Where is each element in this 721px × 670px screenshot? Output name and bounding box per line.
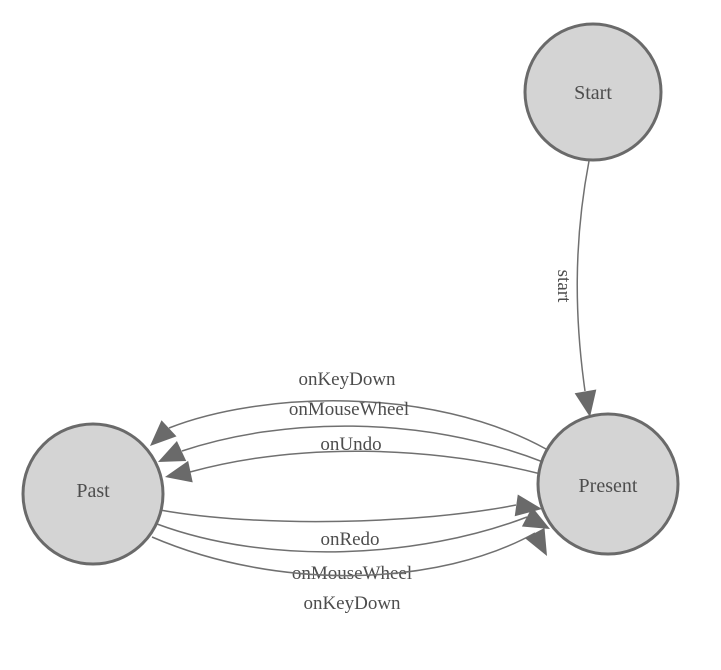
edge-past-to-present-onmousewheel: onMouseWheel [156, 507, 550, 584]
edge-past-to-present-onkeydown: onKeyDown [151, 527, 547, 614]
edge-line-onmousewheel-bottom[interactable] [156, 516, 528, 553]
node-present[interactable]: Present [536, 412, 680, 556]
edge-label-onmousewheel-top: onMouseWheel [289, 399, 409, 420]
edge-line-onkeydown-top[interactable] [168, 400, 547, 450]
edge-line-onmousewheel-top[interactable] [181, 425, 544, 463]
arrowhead-icon [165, 460, 193, 483]
node-present-circle[interactable] [536, 412, 680, 556]
node-present-label: Present [579, 475, 638, 497]
arrowhead-icon [525, 527, 547, 556]
edge-label-start: start [553, 270, 574, 303]
node-past[interactable]: Past [21, 422, 165, 566]
edge-past-to-present-onredo: onRedo [159, 494, 542, 550]
node-start[interactable]: Start [523, 22, 663, 162]
node-start-label: Start [574, 82, 612, 104]
edge-label-onredo: onRedo [320, 529, 379, 550]
arrowhead-icon [514, 494, 542, 517]
edge-start-to-present: start [553, 160, 597, 417]
edge-line-onkeydown-bottom[interactable] [151, 532, 536, 577]
edge-present-to-past-onmousewheel: onMouseWheel [158, 399, 544, 463]
edge-label-onmousewheel-bottom: onMouseWheel [292, 563, 412, 584]
arrowhead-icon [158, 441, 187, 462]
arrowhead-icon [150, 420, 177, 446]
edge-present-to-past-onundo: onUndo [165, 434, 542, 483]
node-start-circle[interactable] [523, 22, 663, 162]
node-past-circle[interactable] [21, 422, 165, 566]
edge-label-onundo: onUndo [320, 434, 381, 455]
node-past-label: Past [76, 480, 110, 502]
edge-label-onkeydown-top: onKeyDown [298, 369, 396, 390]
edge-line-onundo[interactable] [189, 450, 542, 475]
edge-line-start[interactable] [576, 160, 590, 392]
edge-label-onkeydown-bottom: onKeyDown [303, 593, 401, 614]
edge-present-to-past-onkeydown: onKeyDown [150, 369, 547, 450]
arrowhead-icon [521, 507, 550, 529]
edge-line-onredo[interactable] [159, 504, 517, 523]
arrowhead-icon [574, 389, 597, 417]
